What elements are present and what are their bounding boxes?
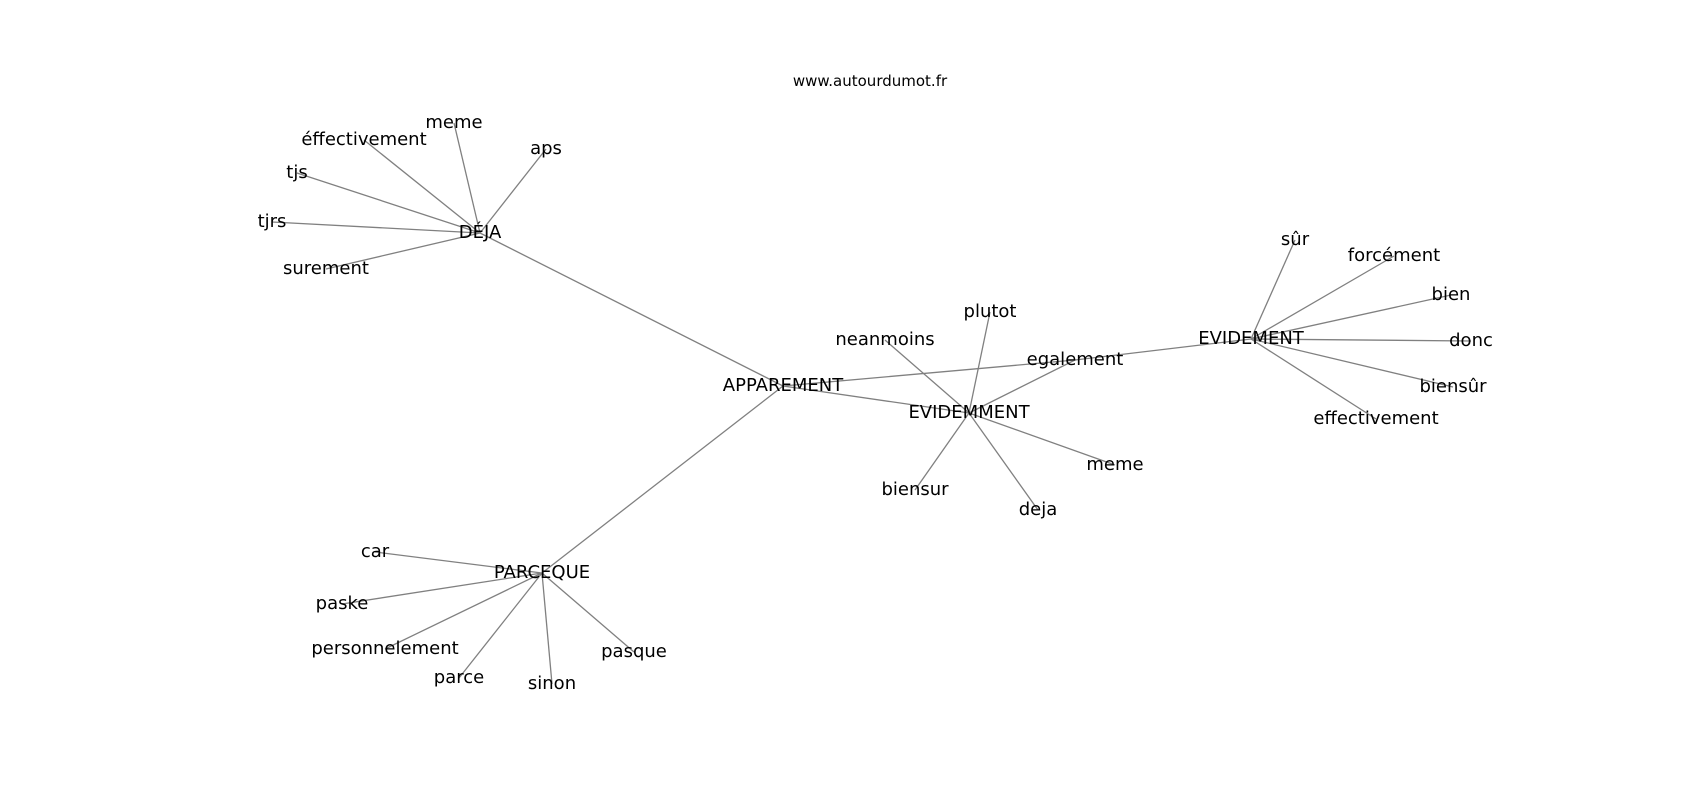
edge-parceque-pasque: [541, 572, 635, 653]
node-biensur[interactable]: biensur: [881, 479, 949, 500]
node-personnelement[interactable]: personnelement: [311, 638, 458, 659]
edge-apparement-deja_hub: [479, 232, 784, 387]
node-parceque[interactable]: PARCEQUE: [494, 562, 590, 583]
edge-deja_hub-effectivement_acc: [363, 139, 481, 234]
edge-deja_hub-tjs: [296, 172, 481, 234]
site-title: www.autourdumot.fr: [792, 72, 948, 90]
edge-evidement-forcement: [1250, 255, 1395, 340]
node-bien[interactable]: bien: [1432, 284, 1471, 305]
node-plutot[interactable]: plutot: [964, 301, 1017, 322]
node-evidemment[interactable]: EVIDEMMENT: [908, 402, 1030, 423]
node-sur[interactable]: sûr: [1281, 229, 1310, 250]
edge-evidemment-deja: [968, 412, 1039, 511]
edge-parceque-paske: [341, 572, 543, 605]
edge-evidement-donc: [1250, 338, 1472, 342]
graph-nodes: APPAREMENT DÉJA PARCEQUE EVIDEMMENT EVIDEMEN…: [258, 112, 1493, 694]
node-car[interactable]: car: [361, 541, 390, 562]
node-paske[interactable]: paske: [316, 593, 369, 614]
edge-deja_hub-tjrs: [271, 221, 481, 234]
node-neanmoins[interactable]: neanmoins: [835, 329, 934, 350]
node-donc[interactable]: donc: [1449, 330, 1493, 351]
edge-evidemment-neanmoins: [884, 339, 970, 414]
node-deja[interactable]: deja: [1019, 499, 1058, 520]
edge-evidemment-biensur: [914, 412, 970, 491]
node-surement[interactable]: surement: [283, 258, 369, 279]
node-parce[interactable]: parce: [434, 667, 484, 688]
edge-evidemment-plutot: [968, 311, 991, 414]
node-effectivement_acc[interactable]: éffectivement: [301, 129, 426, 150]
node-pasque[interactable]: pasque: [601, 641, 667, 662]
node-apparement[interactable]: APPAREMENT: [723, 375, 844, 396]
node-deja_hub[interactable]: DÉJA: [459, 221, 502, 243]
node-egalement[interactable]: egalement: [1027, 349, 1124, 370]
edge-apparement-egalement: [782, 359, 1076, 387]
node-evidement[interactable]: EVIDEMENT: [1198, 328, 1305, 349]
node-tjrs[interactable]: tjrs: [258, 211, 287, 232]
node-tjs[interactable]: tjs: [286, 162, 307, 183]
edge-evidemment-egalement: [968, 359, 1076, 414]
edge-evidemment-meme_2: [968, 412, 1116, 466]
graph-edges: [271, 122, 1472, 685]
node-sinon[interactable]: sinon: [528, 673, 576, 694]
edge-parceque-personnelement: [384, 572, 543, 650]
edge-deja_hub-meme_1: [453, 122, 481, 234]
node-forcement[interactable]: forcément: [1348, 245, 1440, 266]
node-biensur_circ[interactable]: biensûr: [1419, 376, 1487, 397]
edge-egalement-evidement: [1074, 338, 1252, 361]
edge-deja_hub-surement: [325, 232, 481, 270]
edge-parceque-parce: [458, 572, 543, 679]
edge-apparement-evidemment: [782, 385, 970, 414]
edge-parceque-car: [374, 551, 543, 574]
edge-evidement-bien: [1250, 294, 1452, 340]
node-aps[interactable]: aps: [530, 138, 562, 159]
edge-parceque-sinon: [541, 572, 553, 685]
node-effectivement[interactable]: effectivement: [1313, 408, 1438, 429]
edge-evidement-sur: [1250, 239, 1296, 340]
edge-apparement-parceque: [541, 385, 784, 574]
edge-evidement-effectivement: [1250, 338, 1377, 420]
node-meme_1[interactable]: meme: [425, 112, 482, 133]
node-meme_2[interactable]: meme: [1086, 454, 1143, 475]
edge-deja_hub-aps: [479, 148, 547, 234]
edge-evidement-biensur_circ: [1250, 338, 1454, 388]
